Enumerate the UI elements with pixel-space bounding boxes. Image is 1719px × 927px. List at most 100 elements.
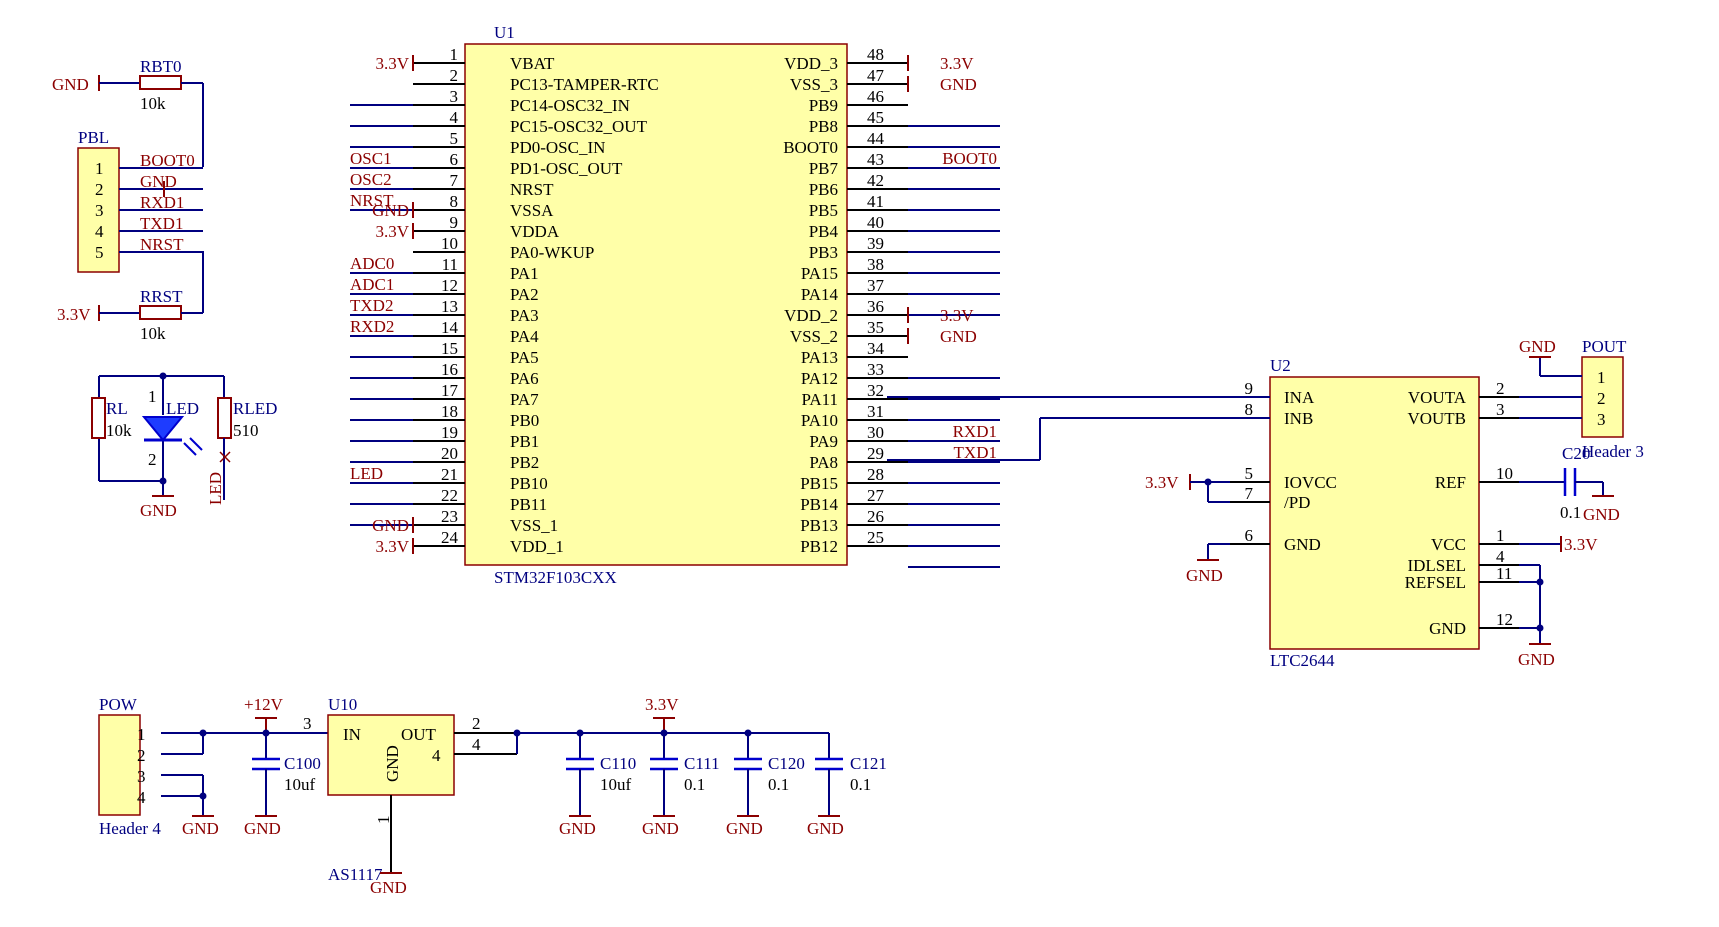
u1-part: STM32F103CXX [494, 568, 617, 587]
pin-name: PB12 [800, 537, 838, 556]
rrst-body [139, 305, 182, 320]
pout-pin1: 1 [1597, 368, 1606, 387]
pin-number: 34 [867, 339, 885, 358]
u2-pin-7: 7/PD [1230, 484, 1310, 512]
pin-name: REF [1435, 473, 1466, 492]
pin-name: PA1 [510, 264, 539, 283]
pin-number: 44 [867, 129, 885, 148]
u1-pin-4: 4 PC15-OSC32_OUT [350, 108, 648, 148]
c110-gnd-label: GND [559, 819, 596, 838]
rled-body [217, 397, 232, 439]
pin-number: 40 [867, 213, 884, 232]
pin-number: 8 [1245, 400, 1254, 419]
pow-pin4: 4 [137, 788, 146, 807]
pin-number: 31 [867, 402, 884, 421]
net-label: TXD2 [350, 296, 393, 315]
pin-name: PA5 [510, 348, 539, 367]
net-label: ADC0 [350, 254, 394, 273]
pin-name: PA11 [801, 390, 838, 409]
pin-number: 41 [867, 192, 884, 211]
junction-dot [744, 729, 752, 737]
pin-name: VDD_2 [784, 306, 838, 325]
c121-value: 0.1 [850, 775, 871, 794]
net-label: BOOT0 [942, 149, 997, 168]
pin-number: 2 [1496, 379, 1505, 398]
pin-name: PC15-OSC32_OUT [510, 117, 648, 136]
pin-number: 18 [441, 402, 458, 421]
pin-name: VSS_3 [790, 75, 838, 94]
pin-name: PB5 [809, 201, 838, 220]
u1-ref: U1 [494, 23, 515, 42]
net-label: NRST [350, 191, 394, 210]
junction-dot [199, 729, 207, 737]
c111-ref: C111 [684, 754, 720, 773]
pin-name: PB10 [510, 474, 548, 493]
pin-number: 35 [867, 318, 884, 337]
net-label: GND [140, 172, 177, 191]
pow-part: Header 4 [99, 819, 161, 838]
led-net-label: LED [206, 472, 225, 505]
pin-name: IDLSEL [1407, 556, 1466, 575]
pin-number: 4 [95, 222, 104, 241]
pin-number: 39 [867, 234, 884, 253]
net-label: GND [372, 516, 409, 535]
net-label: RXD2 [350, 317, 394, 336]
pin-number: 4 [450, 108, 459, 127]
pin-name: PB0 [510, 411, 539, 430]
pin-number: 21 [441, 465, 458, 484]
c20-value: 0.1 [1560, 503, 1581, 522]
pin-name: PB14 [800, 495, 838, 514]
pin-name: PA3 [510, 306, 539, 325]
pin-number: 5 [1245, 464, 1254, 483]
rled-value: 510 [233, 421, 259, 440]
pin-number: 48 [867, 45, 884, 64]
u10-gnd-label: GND [370, 878, 407, 897]
pin-name: PB3 [809, 243, 838, 262]
rbt0-body [139, 75, 182, 90]
pin-name: VDDA [510, 222, 560, 241]
pout-pin2: 2 [1597, 389, 1606, 408]
pin-name: PB8 [809, 117, 838, 136]
pin-number: 10 [1496, 464, 1513, 483]
pin-name: VOUTA [1408, 388, 1467, 407]
u10-pin4-inner: 4 [432, 746, 441, 765]
rbt0-value: 10k [140, 94, 166, 113]
pin-name: VSS_1 [510, 516, 558, 535]
pin-name: VCC [1431, 535, 1466, 554]
u1-body [464, 43, 848, 566]
pin-number: 36 [867, 297, 884, 316]
pin-number: 26 [867, 507, 884, 526]
led-circuit: RL 10k 1 2 LED LED RLED 510 GND [91, 372, 277, 520]
pin-name: GND [1429, 619, 1466, 638]
led-light-arrow-2 [189, 437, 203, 451]
rrst-net-left: 3.3V [57, 305, 91, 324]
rled-ref: RLED [233, 399, 277, 418]
pin-number: 9 [1245, 379, 1254, 398]
pin-number: 7 [450, 171, 459, 190]
